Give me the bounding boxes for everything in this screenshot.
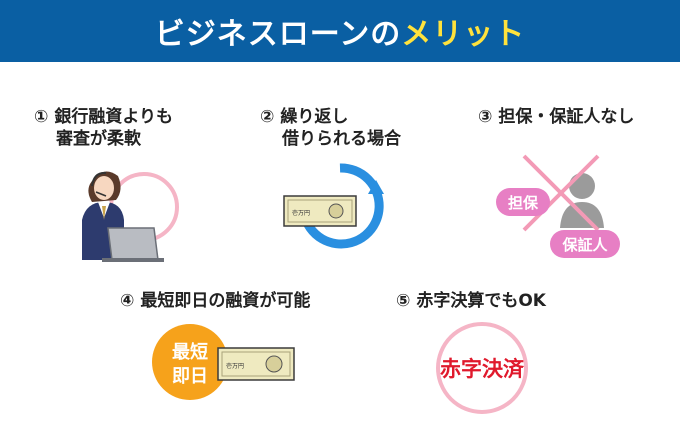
feature-2-line2: 借りられる場合 (282, 129, 401, 149)
header-banner: ビジネスローンのメリット (0, 0, 680, 62)
feature-3-line1: 担保・保証人なし (498, 107, 635, 127)
deficit-ok-icon: 赤字決済 (436, 322, 528, 414)
feature-2-number: ② (260, 107, 275, 127)
title-accent: メリット (401, 17, 526, 52)
badge-line2: 即日 (172, 366, 208, 387)
stamp-text: 赤字決済 (440, 357, 525, 381)
title-main: ビジネスローンの (154, 17, 402, 52)
feature-1-line1: 銀行融資よりも (54, 107, 173, 127)
feature-3-number: ③ (478, 107, 493, 127)
page-title: ビジネスローンのメリット (155, 9, 526, 53)
feature-5-number: ⑤ (396, 291, 411, 311)
feature-1-label: ① 銀行融資よりも 審査が柔軟 (34, 106, 173, 150)
feature-1-line2: 審査が柔軟 (56, 129, 141, 149)
feature-4-number: ④ (120, 291, 135, 311)
feature-4-label: ④ 最短即日の融資が可能 (120, 290, 310, 312)
feature-4-line1: 最短即日の融資が可能 (140, 291, 311, 311)
badge-line1: 最短 (172, 341, 208, 363)
feature-5-line1: 赤字決算でもOK (416, 291, 546, 311)
banknote-1-denomination: 壱万円 (292, 209, 310, 217)
feature-2-line1: 繰り返し (280, 107, 349, 127)
badge-guarantor: 保証人 (561, 236, 608, 254)
same-day-banknote-icon: 最短 即日 壱万円 (152, 324, 295, 400)
badge-collateral: 担保 (508, 194, 539, 212)
no-collateral-guarantor-icon: 担保 保証人 (496, 154, 620, 258)
feature-3-label: ③ 担保・保証人なし (478, 106, 634, 128)
banknote-cycle-icon: 壱万円 (283, 163, 384, 249)
feature-1-number: ① (34, 107, 49, 127)
feature-5-label: ⑤ 赤字決算でもOK (396, 290, 546, 312)
feature-2-label: ② 繰り返し 借りられる場合 (260, 106, 401, 150)
operator-with-laptop-icon (82, 171, 179, 262)
banknote-2-denomination: 壱万円 (226, 362, 244, 370)
